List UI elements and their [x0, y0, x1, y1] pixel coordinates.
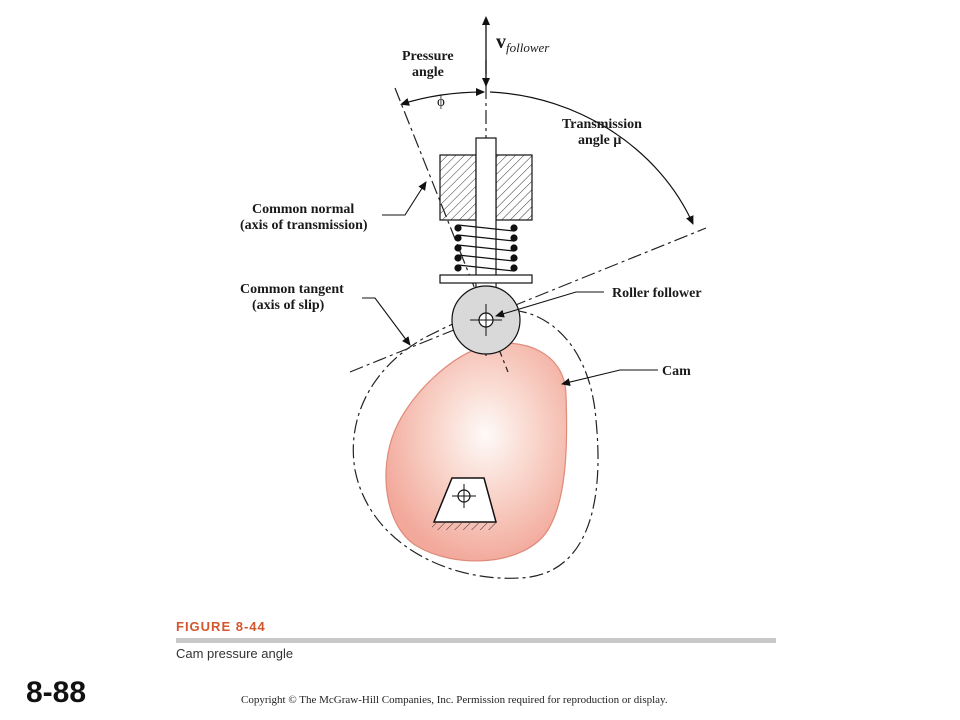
pressure-angle-label-line1: Pressure: [402, 49, 454, 64]
velocity-subscript: follower: [506, 40, 550, 55]
page-number: 8-88: [26, 676, 86, 709]
spring-seat: [439, 274, 533, 284]
cam-leader: [561, 369, 658, 387]
transmission-angle-label-line1: Transmission: [562, 117, 642, 132]
follower-stem: [475, 137, 497, 299]
common-normal-label-line1: Common normal: [252, 202, 354, 217]
pressure-angle-label-line2: angle: [412, 65, 444, 80]
roller-follower-leader: [495, 291, 604, 318]
follower-spring: [454, 224, 518, 272]
common-tangent-label-line1: Common tangent: [240, 282, 344, 297]
transmission-angle-label-line2: angle μ: [578, 133, 621, 148]
common-tangent-leader: [362, 297, 411, 346]
transmission-angle-arc: [489, 91, 694, 225]
roller: [451, 282, 521, 355]
cam-pivot-mount: [432, 477, 497, 530]
phi-symbol: ϕ: [437, 94, 445, 110]
common-normal-label-line2: (axis of transmission): [240, 218, 368, 233]
follower-guide: [439, 154, 533, 221]
pressure-angle-arc: [400, 88, 485, 106]
copyright-notice: Copyright © The McGraw-Hill Companies, I…: [241, 694, 668, 706]
caption-rule: [176, 638, 776, 643]
figure-caption: Cam pressure angle: [176, 646, 293, 661]
common-tangent-line: [349, 227, 707, 373]
common-normal-leader: [382, 181, 427, 216]
cam-label: Cam: [662, 364, 691, 379]
roller-follower-label: Roller follower: [612, 286, 702, 301]
velocity-label: vfollower: [496, 31, 550, 55]
common-tangent-label-line2: (axis of slip): [252, 298, 325, 313]
figure-number: FIGURE 8-44: [176, 619, 266, 634]
